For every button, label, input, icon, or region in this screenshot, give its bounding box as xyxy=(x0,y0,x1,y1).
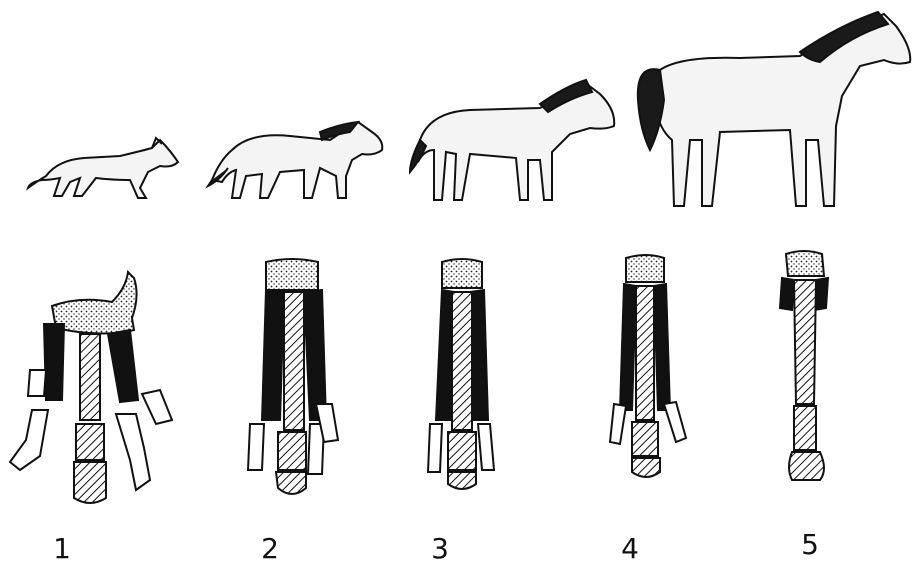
foot-skeleton-1 xyxy=(10,272,172,503)
stage-number-2: 2 xyxy=(250,532,290,565)
stage-number-4: 4 xyxy=(610,532,650,565)
animal-1-eohippus xyxy=(28,138,178,198)
animal-2-mesohippus xyxy=(208,122,382,198)
animal-4-equus xyxy=(638,12,910,206)
animal-3-merychippus xyxy=(410,80,614,200)
foot-skeleton-3 xyxy=(428,259,494,489)
foot-skeleton-5 xyxy=(780,251,828,480)
foot-skeleton-2 xyxy=(248,259,338,494)
stage-number-5: 5 xyxy=(790,528,830,561)
stage-number-1: 1 xyxy=(42,532,82,565)
foot-skeleton-4 xyxy=(610,255,686,477)
stage-number-3: 3 xyxy=(420,532,460,565)
